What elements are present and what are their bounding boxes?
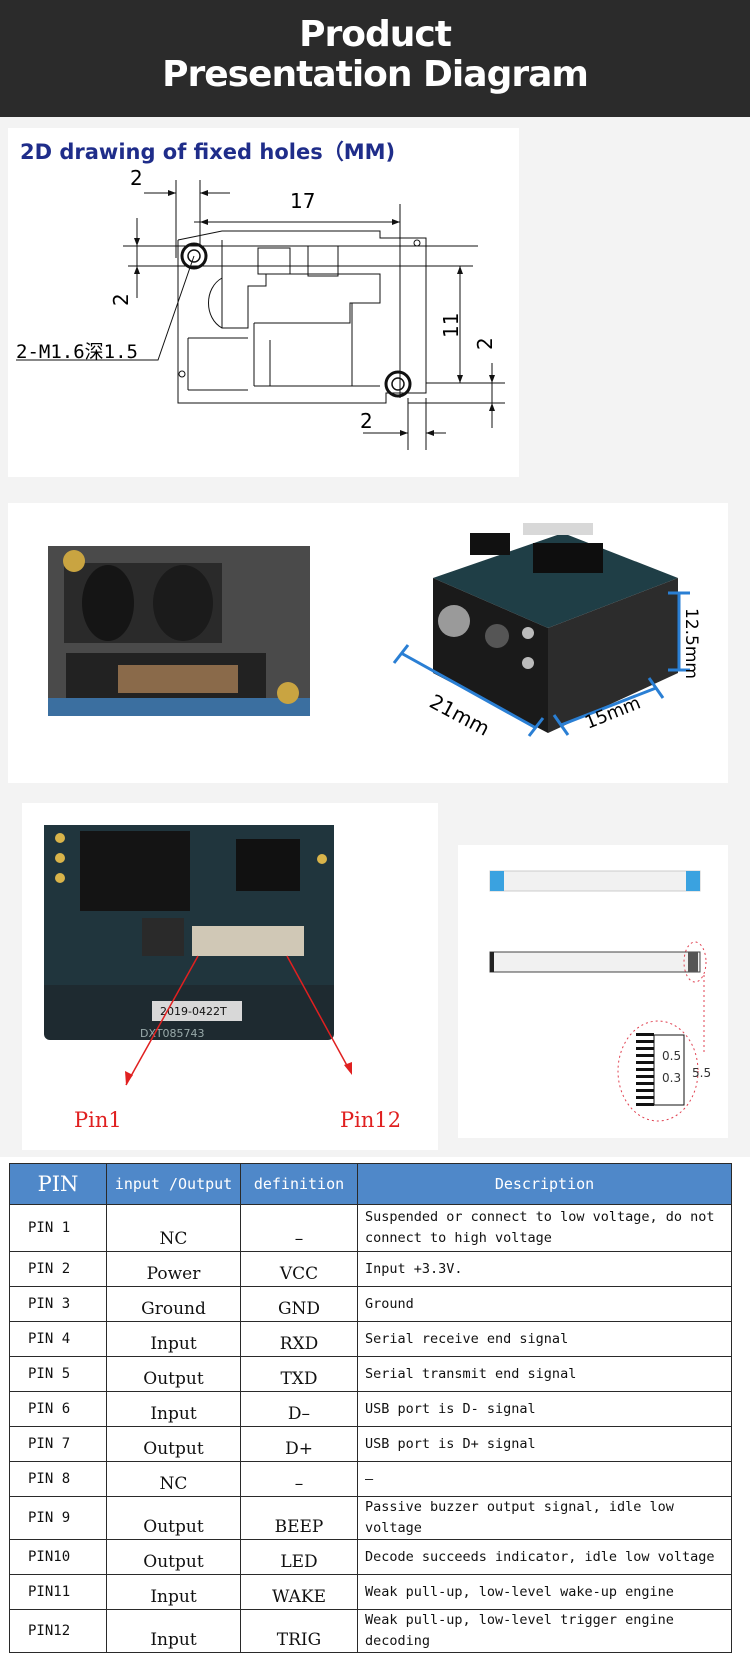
definition-cell: LED: [240, 1539, 358, 1575]
fpc-cable-panel: 0.5 0.3 5.5: [458, 845, 728, 1138]
pin-cell: PIN 9: [9, 1496, 107, 1540]
io-cell: Ground: [106, 1286, 241, 1322]
header-title-line1: Product: [299, 14, 452, 55]
fpc-contact-label: 0.3: [662, 1071, 681, 1085]
board-sticker-text: 2019-0422T: [160, 1005, 227, 1018]
header-description: Description: [357, 1163, 732, 1205]
dim-11: 11: [439, 313, 463, 338]
io-cell: Output: [106, 1426, 241, 1462]
board-photo-panel: 2019-0422T DXT085743 Pin1 Pin12: [22, 803, 438, 1150]
header-title-line2: Presentation Diagram: [162, 54, 589, 95]
io-cell: NC: [106, 1204, 241, 1252]
module-photos: 21mm 15mm 12.5mm: [48, 523, 701, 741]
definition-cell: GND: [240, 1286, 358, 1322]
description-cell: Weak pull-up, low-level wake-up engine: [357, 1574, 732, 1610]
module-3d-photo: [433, 523, 678, 733]
description-cell: Decode succeeds indicator, idle low volt…: [357, 1539, 732, 1575]
pin-cell: PIN 6: [9, 1391, 107, 1427]
board-photo: 2019-0422T DXT085743: [44, 825, 352, 1086]
definition-cell: –: [240, 1204, 358, 1252]
fpc-cable-drawing: 0.5 0.3 5.5: [489, 870, 711, 1122]
io-cell: Output: [106, 1539, 241, 1575]
pin-cell: PIN 8: [9, 1461, 107, 1497]
description-cell: Input +3.3V.: [357, 1251, 732, 1287]
pin-cell: PIN12: [9, 1609, 107, 1653]
pin-cell: PIN 7: [9, 1426, 107, 1462]
pin-cell: PIN 5: [9, 1356, 107, 1392]
board-serial-text: DXT085743: [140, 1027, 205, 1040]
io-cell: Input: [106, 1574, 241, 1610]
table-header-row: PIN input /Output definition Description: [9, 1163, 732, 1205]
description-cell: Serial transmit end signal: [357, 1356, 732, 1392]
description-cell: Passive buzzer output signal, idle low v…: [357, 1496, 732, 1540]
io-cell: Power: [106, 1251, 241, 1287]
description-cell: USB port is D- signal: [357, 1391, 732, 1427]
definition-cell: WAKE: [240, 1574, 358, 1610]
definition-cell: TXD: [240, 1356, 358, 1392]
dim-2-bottom: 2: [360, 409, 373, 433]
pin-definition-table: PIN input /Output definition Description…: [9, 1163, 732, 1653]
pin12-label: Pin12: [340, 1108, 402, 1132]
technical-drawing: 2 17 2 11 2 2 2-M1.6深1.5: [16, 166, 505, 450]
pin-cell: PIN11: [9, 1574, 107, 1610]
dim-height-label: 12.5mm: [681, 608, 701, 679]
header-pin: PIN: [9, 1163, 107, 1205]
definition-cell: TRIG: [240, 1609, 358, 1653]
description-cell: USB port is D+ signal: [357, 1426, 732, 1462]
description-cell: Suspended or connect to low voltage, do …: [357, 1204, 732, 1252]
definition-cell: VCC: [240, 1251, 358, 1287]
pin-cell: PIN10: [9, 1539, 107, 1575]
hole-spec-label: 2-M1.6深1.5: [16, 341, 138, 363]
pin-cell: PIN 4: [9, 1321, 107, 1357]
description-cell: –: [357, 1461, 732, 1497]
pin-cell: PIN 3: [9, 1286, 107, 1322]
fpc-width-label: 5.5: [692, 1066, 711, 1080]
pin-cell: PIN 2: [9, 1251, 107, 1287]
definition-cell: D–: [240, 1391, 358, 1427]
io-cell: Output: [106, 1356, 241, 1392]
description-cell: Ground: [357, 1286, 732, 1322]
page-header: Product Presentation Diagram: [0, 0, 750, 117]
io-cell: Input: [106, 1391, 241, 1427]
io-cell: Input: [106, 1321, 241, 1357]
dim-17: 17: [290, 189, 315, 213]
header-io: input /Output: [106, 1163, 241, 1205]
definition-cell: –: [240, 1461, 358, 1497]
pin-cell: PIN 1: [9, 1204, 107, 1252]
dim-2-left: 2: [109, 293, 133, 306]
drawing-panel: 2D drawing of fixed holes（MM): [8, 128, 519, 477]
module-photo-panel: 21mm 15mm 12.5mm: [8, 503, 728, 783]
dim-2-right: 2: [473, 337, 497, 350]
definition-cell: BEEP: [240, 1496, 358, 1540]
drawing-title: 2D drawing of fixed holes（MM): [20, 140, 396, 164]
io-cell: NC: [106, 1461, 241, 1497]
module-side-photo: [48, 546, 310, 716]
io-cell: Output: [106, 1496, 241, 1540]
fpc-pitch-label: 0.5: [662, 1049, 681, 1063]
io-cell: Input: [106, 1609, 241, 1653]
description-cell: Serial receive end signal: [357, 1321, 732, 1357]
pin1-label: Pin1: [74, 1108, 122, 1132]
description-cell: Weak pull-up, low-level trigger engine d…: [357, 1609, 732, 1653]
header-definition: definition: [240, 1163, 358, 1205]
definition-cell: RXD: [240, 1321, 358, 1357]
dim-2-top: 2: [130, 166, 143, 190]
definition-cell: D+: [240, 1426, 358, 1462]
